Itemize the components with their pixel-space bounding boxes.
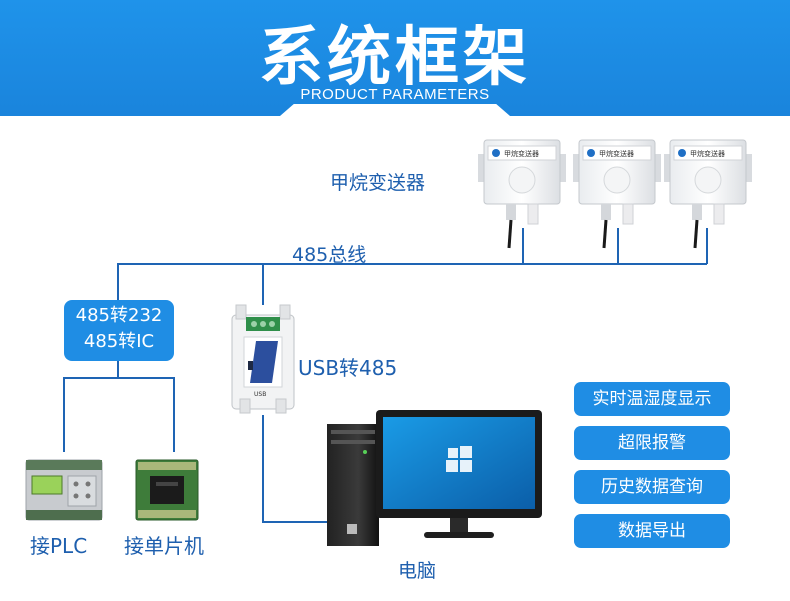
bus-line — [117, 263, 707, 300]
feature-data-export-button[interactable]: 数据导出 — [574, 514, 730, 548]
connection-lines — [63, 228, 708, 523]
fork-line — [63, 377, 175, 452]
bus-label: 485总线 — [292, 244, 367, 266]
page-title: 系统框架 — [259, 21, 531, 95]
converter-485-232-box: 485转232 485转IC — [64, 300, 174, 361]
header-banner — [0, 0, 790, 116]
sensor-2-text: 甲烷变送器 — [599, 149, 634, 158]
usb-converter-device: USB — [231, 304, 295, 414]
converter-line-2: 485转IC — [83, 331, 155, 352]
sensor-1: 甲烷变送器 — [478, 139, 566, 249]
feature-history-query-button[interactable]: 历史数据查询 — [574, 470, 730, 504]
usb-converter-label: USB转485 — [298, 356, 398, 380]
sensor-group-label: 甲烷变送器 — [330, 172, 426, 194]
feature-realtime-display-button[interactable]: 实时温湿度显示 — [574, 382, 730, 416]
usb-device-text: USB — [254, 391, 266, 398]
pc-monitor — [376, 410, 542, 538]
page-subtitle: PRODUCT PARAMETERS — [300, 86, 490, 103]
pc-tower — [327, 424, 379, 546]
mcu-label: 接单片机 — [124, 534, 204, 558]
sensor-1-text: 甲烷变送器 — [504, 149, 539, 158]
sensor-3-text: 甲烷变送器 — [690, 149, 725, 158]
usb-to-pc-line — [262, 415, 330, 523]
feature-overlimit-alarm-button[interactable]: 超限报警 — [574, 426, 730, 460]
computer-label: 电脑 — [398, 560, 437, 582]
sensor-2: 甲烷变送器 — [573, 139, 661, 249]
converter-line-1: 485转232 — [75, 305, 163, 326]
plc-device — [25, 459, 103, 521]
sensor-3: 甲烷变送器 — [664, 139, 752, 249]
banner-notch — [280, 104, 510, 116]
mcu-board-device — [135, 459, 199, 521]
plc-label: 接PLC — [30, 534, 88, 558]
